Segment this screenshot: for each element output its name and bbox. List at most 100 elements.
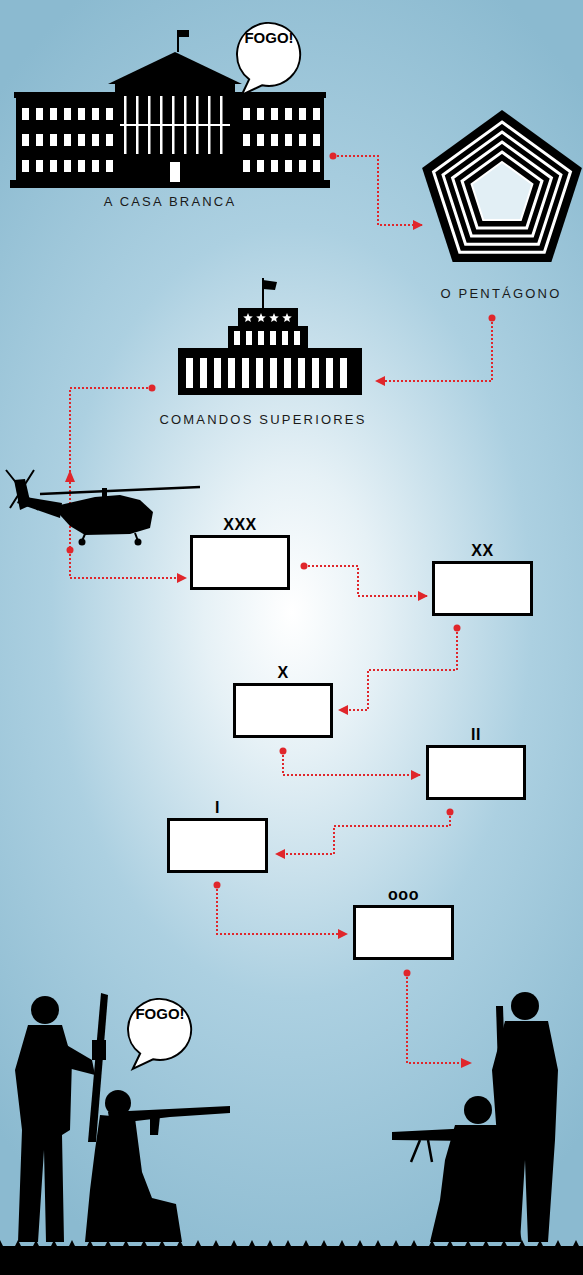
- pentagon-building-part: [422, 110, 582, 262]
- building-label-node: COMANDOS SUPERIORES: [150, 278, 376, 428]
- command-building-part-part: [270, 331, 276, 345]
- connector-dot: [67, 547, 74, 554]
- soldier-silhouettes-part: [411, 1140, 432, 1162]
- arrow-to-troops-part: [461, 1058, 472, 1068]
- soldier-silhouettes-part: [464, 1096, 492, 1124]
- white-house-building-part-part: [50, 160, 57, 172]
- connector-dot: [214, 882, 221, 889]
- speech-bubble: FOGO!: [235, 22, 302, 96]
- white-house-building-part: [235, 98, 324, 182]
- white-house-building-part-part: [78, 160, 85, 172]
- white-house-building-part-part: [299, 134, 306, 146]
- white-house-building-part-part: [271, 134, 278, 146]
- white-house-building-part-part: [36, 108, 43, 120]
- echelon-box: II: [426, 745, 526, 800]
- white-house-building-part-part: [257, 108, 264, 120]
- echelon-symbol: II: [429, 727, 523, 743]
- white-house-building-part-part: [120, 124, 230, 126]
- connector-line: [217, 885, 347, 934]
- command-building-part-part: [228, 358, 235, 388]
- helicopter-silhouette-part: [82, 533, 138, 541]
- pentagon-building-part: [472, 162, 533, 220]
- soldier-silhouettes-part: [31, 996, 59, 1024]
- command-building-part-part: [312, 358, 319, 388]
- helicopter-silhouette-part: [40, 487, 200, 494]
- command-building-part-part: [256, 358, 263, 388]
- white-house-building-part-part: [285, 108, 292, 120]
- white-house-building-part-part: [243, 134, 250, 146]
- white-house-building-part-part: [36, 134, 43, 146]
- soldier-silhouettes-part: [108, 1106, 230, 1124]
- speech-bubble: FOGO!: [126, 998, 193, 1070]
- command-building-part: [263, 280, 277, 290]
- connector-dot: [330, 153, 337, 160]
- white-house-building-part-part: [285, 160, 292, 172]
- soldier-silhouettes-part: [92, 1040, 106, 1060]
- soldier-silhouettes-part: [430, 1125, 522, 1242]
- pentagon-building: [422, 110, 582, 262]
- white-house-building-part-part: [22, 108, 29, 120]
- echelon-box: XXX: [190, 535, 290, 590]
- speech-text: FOGO!: [135, 1005, 184, 1071]
- command-building-part-part: [243, 313, 253, 322]
- command-building-part-part: [284, 358, 291, 388]
- echelon-symbol: XX: [435, 543, 530, 559]
- white-house-building-part: [14, 92, 326, 98]
- command-building-part-part: [298, 358, 305, 388]
- building-label-node: A CASA BRANCA: [14, 28, 326, 210]
- helicopter-silhouette-part: [79, 539, 86, 546]
- echelon-symbol: I: [170, 800, 265, 816]
- connector-dot: [301, 563, 308, 570]
- command-connector: [339, 625, 461, 711]
- soldier-silhouettes-part: [496, 1006, 506, 1100]
- white-house-building-part-part: [22, 134, 29, 146]
- connector-dot: [280, 748, 287, 755]
- command-building-part-part: [200, 358, 207, 388]
- pentagon-building-part: [434, 122, 571, 252]
- echelon-box: I: [167, 818, 268, 873]
- white-house-building-part-part: [64, 108, 71, 120]
- white-house-building-part-part: [271, 160, 278, 172]
- soldier-silhouettes-part: [58, 1040, 95, 1075]
- pentagon-building-part: [453, 142, 552, 236]
- white-house-building-part-part: [243, 108, 250, 120]
- command-building-part-part: [326, 358, 333, 388]
- soldier-silhouettes-part: [511, 992, 539, 1020]
- soldier-silhouettes: [0, 992, 583, 1275]
- speech-bubble-shape: [128, 999, 191, 1069]
- connector-line: [376, 318, 492, 381]
- arrowhead: [65, 470, 75, 482]
- connector-dot: [454, 625, 461, 632]
- command-building-part-part: [258, 331, 264, 345]
- white-house-building-part-part: [170, 162, 180, 182]
- echelon-symbol: ooo: [356, 887, 451, 903]
- white-house-building-part-part: [285, 134, 292, 146]
- command-building-part-part: [340, 358, 347, 388]
- white-house-building-part-part: [92, 160, 99, 172]
- command-building-part-part: [282, 313, 292, 322]
- command-building-part: [186, 313, 347, 388]
- white-house-building-part: [178, 30, 189, 37]
- white-house-building-part-part: [271, 108, 278, 120]
- connector-line: [304, 566, 427, 596]
- connector-line: [283, 751, 420, 775]
- command-building-part: [178, 348, 362, 395]
- soldier-silhouettes-part: [0, 1240, 583, 1275]
- white-house-building-part-part: [22, 160, 29, 172]
- command-building-part-part: [214, 358, 221, 388]
- white-house-building-part: [108, 52, 242, 84]
- echelon-box: X: [233, 683, 333, 738]
- white-house-building-part: [115, 84, 235, 184]
- echelon-box: ooo: [353, 905, 454, 960]
- connector-line: [333, 156, 422, 225]
- command-building-part: [238, 308, 298, 328]
- white-house-building-part: [16, 98, 115, 182]
- helicopter-silhouette-part: [60, 495, 153, 535]
- command-connector: [214, 882, 348, 935]
- white-house-building-part-part: [78, 134, 85, 146]
- white-house-building-part-part: [92, 108, 99, 120]
- white-house-building-part-part: [92, 134, 99, 146]
